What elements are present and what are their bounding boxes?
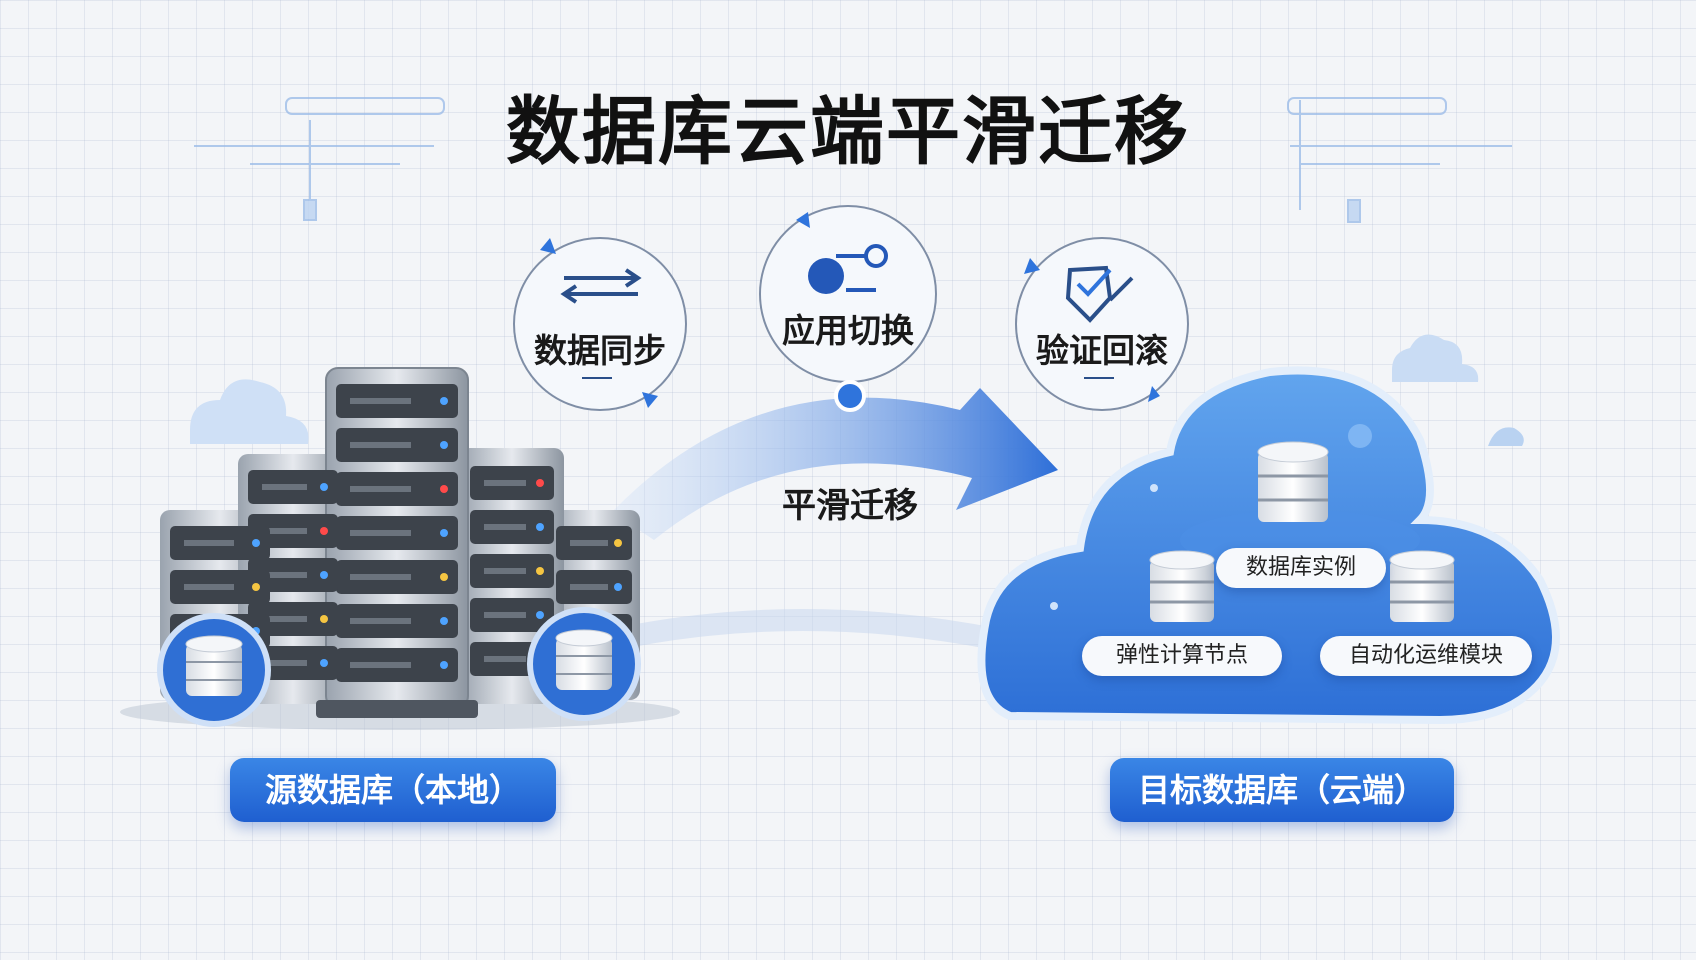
server-unit-slot — [350, 618, 411, 624]
server-unit-slot — [570, 540, 608, 546]
server-led — [320, 659, 328, 667]
server-unit-slot — [350, 574, 411, 580]
local-db-badge-right — [527, 607, 641, 721]
step-circle-verify — [1015, 237, 1189, 411]
server-unit-slot — [484, 524, 526, 530]
step-circle-switch — [759, 205, 937, 412]
server-unit-slot — [350, 486, 411, 492]
component-pill-compute: 弹性计算节点 — [1082, 636, 1282, 676]
server-led — [536, 611, 544, 619]
toggle-switch-icon — [808, 244, 888, 294]
server-unit-slot — [350, 398, 411, 404]
local-db-badge-left — [157, 613, 271, 727]
server-unit-slot — [484, 568, 526, 574]
server-led — [252, 539, 260, 547]
sync-arrows-icon — [560, 268, 642, 304]
server-led — [320, 527, 328, 535]
server-led — [536, 479, 544, 487]
server-unit-slot — [484, 656, 526, 662]
small-cloud-left-icon — [190, 379, 309, 444]
server-unit-slot — [262, 616, 307, 622]
server-unit-slot — [184, 540, 234, 546]
wireframe-right — [1287, 97, 1512, 223]
server-led — [440, 397, 448, 405]
server-unit-slot — [262, 572, 307, 578]
step-label-sync: 数据同步 — [534, 331, 666, 370]
server-led — [440, 661, 448, 669]
server-led — [440, 617, 448, 625]
server-unit-slot — [262, 660, 307, 666]
server-led — [320, 483, 328, 491]
server-led — [320, 571, 328, 579]
server-unit-slot — [484, 480, 526, 486]
migration-arrow — [609, 388, 1058, 651]
database-icon — [1257, 441, 1329, 522]
server-led — [252, 583, 260, 591]
server-unit-slot — [570, 584, 608, 590]
server-unit-slot — [484, 612, 526, 618]
component-pill-db-instance: 数据库实例 — [1216, 548, 1386, 588]
server-led — [320, 615, 328, 623]
server-led — [440, 573, 448, 581]
server-unit-slot — [262, 528, 307, 534]
step-label-switch: 应用切换 — [782, 311, 914, 350]
server-unit-slot — [350, 442, 411, 448]
step-label-verify: 验证回滚 — [1036, 331, 1168, 370]
target-caption: 目标数据库（云端） — [1110, 758, 1454, 822]
server-led — [440, 485, 448, 493]
step-circle-sync — [513, 237, 687, 411]
server-led — [614, 583, 622, 591]
server-led — [440, 529, 448, 537]
database-icon — [555, 629, 613, 690]
server-unit-slot — [184, 584, 234, 590]
database-icon — [1389, 550, 1455, 622]
source-caption: 源数据库（本地） — [230, 758, 556, 822]
verify-check-icon — [1065, 265, 1134, 323]
server-unit-slot — [262, 484, 307, 490]
server-led — [614, 539, 622, 547]
server-led — [440, 441, 448, 449]
flow-node-dot — [834, 380, 866, 412]
cloud-db-icons — [1149, 441, 1455, 622]
component-pill-ops: 自动化运维模块 — [1320, 636, 1532, 676]
server-led — [536, 523, 544, 531]
server-unit-slot — [350, 662, 411, 668]
page-title: 数据库云端平滑迁移 — [506, 89, 1190, 175]
small-cloud-far-right-icon — [1488, 427, 1524, 446]
wireframe-left — [194, 97, 445, 221]
database-icon — [185, 635, 243, 696]
flow-label: 平滑迁移 — [782, 486, 918, 526]
server-led — [536, 567, 544, 575]
server-unit-slot — [350, 530, 411, 536]
small-cloud-right-icon — [1392, 334, 1479, 382]
database-icon — [1149, 550, 1215, 622]
